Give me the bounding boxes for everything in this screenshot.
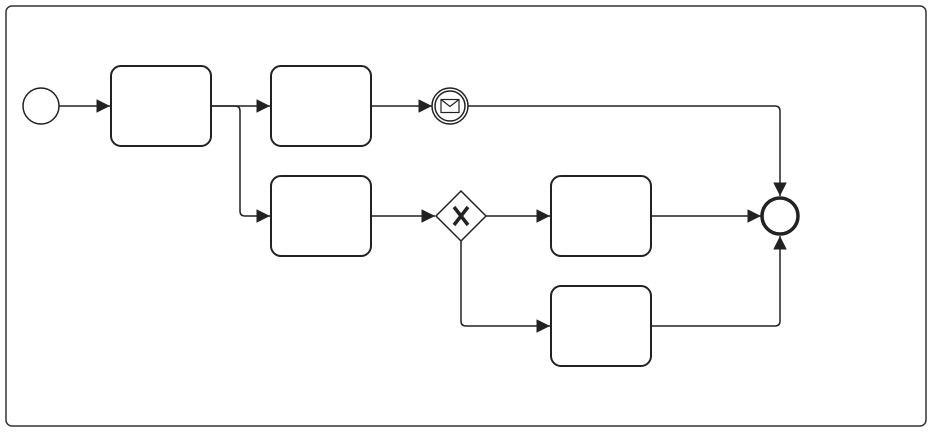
end-event[interactable] bbox=[760, 196, 800, 236]
task-3[interactable] bbox=[270, 175, 372, 257]
start-event[interactable] bbox=[22, 87, 60, 125]
task-1[interactable] bbox=[110, 65, 212, 147]
flow-message-event-to-end[interactable] bbox=[468, 105, 787, 196]
envelope-icon bbox=[440, 98, 460, 114]
flow-task-5-to-end[interactable] bbox=[651, 236, 787, 327]
sequence-flows bbox=[59, 99, 787, 333]
x-marker-icon bbox=[452, 205, 470, 227]
task-5[interactable] bbox=[550, 285, 652, 367]
task-2[interactable] bbox=[270, 65, 372, 147]
flow-gateway-to-task-5[interactable] bbox=[460, 241, 550, 333]
message-event[interactable] bbox=[431, 87, 469, 125]
exclusive-gateway[interactable] bbox=[434, 189, 488, 243]
task-4[interactable] bbox=[550, 175, 652, 257]
flow-task-1-to-task-3[interactable] bbox=[211, 105, 270, 223]
